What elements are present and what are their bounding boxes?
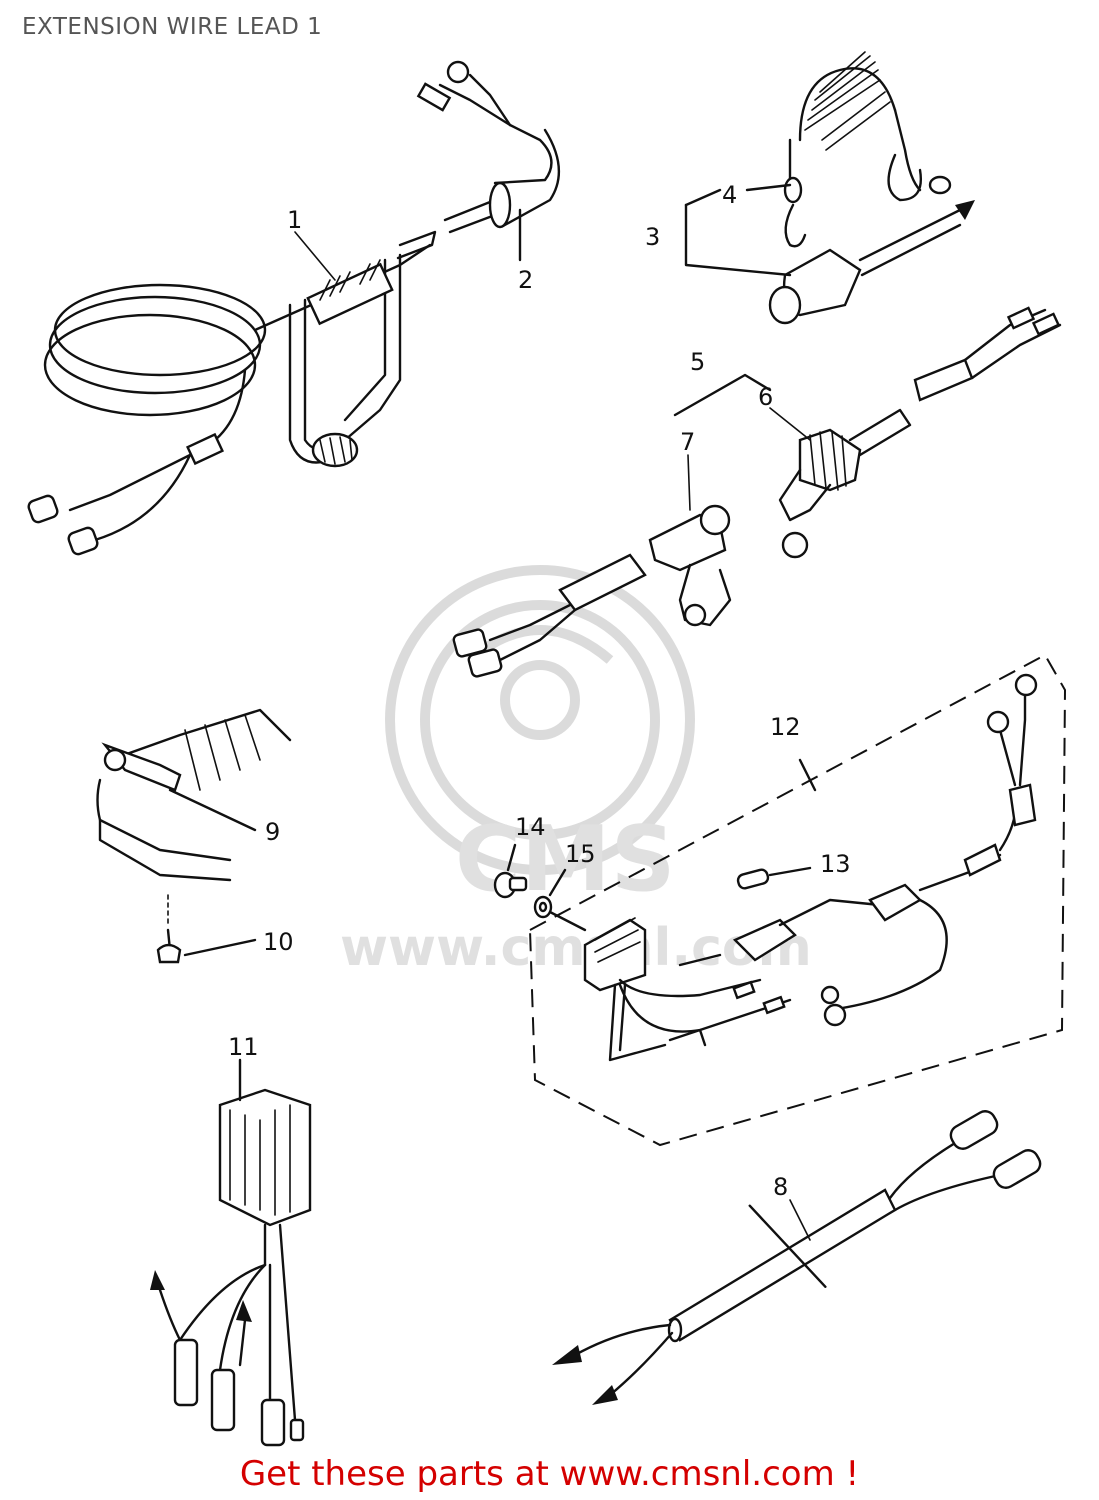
label-part-5: 5: [690, 348, 705, 376]
label-part-10: 10: [263, 928, 294, 956]
label-part-14: 14: [515, 813, 546, 841]
label-part-13: 13: [820, 850, 851, 878]
part-7-switch: [452, 504, 732, 678]
part-3-stop-switch: [684, 51, 975, 325]
part-2-grommet: [416, 60, 561, 262]
part-10-screw: [156, 894, 257, 964]
watermark-logo-text: CMS: [455, 807, 675, 912]
label-part-9: 9: [265, 818, 280, 846]
watermark-logo: CMS www.cmsnl.com: [340, 565, 812, 978]
part-11-rectifier: [150, 1058, 312, 1447]
label-part-3: 3: [645, 223, 660, 251]
label-part-12: 12: [770, 713, 801, 741]
footer-link-text[interactable]: Get these parts at www.cmsnl.com !: [239, 1454, 860, 1494]
part-6-switch-assembly: [673, 306, 1062, 559]
label-part-8: 8: [773, 1173, 788, 1201]
part-15-washer: [533, 868, 587, 932]
part-number-labels: 1 2 3 4 5 6 7 8 9 10 11 12 13 14 15: [228, 181, 851, 1241]
diagram-title: EXTENSION WIRE LEAD 1: [22, 14, 323, 40]
part-8-lead-wire: [552, 1110, 1042, 1405]
part-1-extension-cable: [27, 200, 497, 556]
label-part-2: 2: [518, 266, 533, 294]
part-13-fuse: [736, 866, 812, 890]
label-part-7: 7: [680, 428, 695, 456]
label-part-4: 4: [722, 181, 737, 209]
part-14-bolt: [493, 843, 528, 899]
label-part-15: 15: [565, 840, 596, 868]
part-9-clamp: [96, 708, 292, 882]
watermark-url-text: www.cmsnl.com: [340, 918, 812, 978]
label-part-6: 6: [758, 383, 773, 411]
label-part-11: 11: [228, 1033, 259, 1061]
part-12-harness-kit: [528, 653, 1067, 1147]
label-part-1: 1: [287, 206, 302, 234]
